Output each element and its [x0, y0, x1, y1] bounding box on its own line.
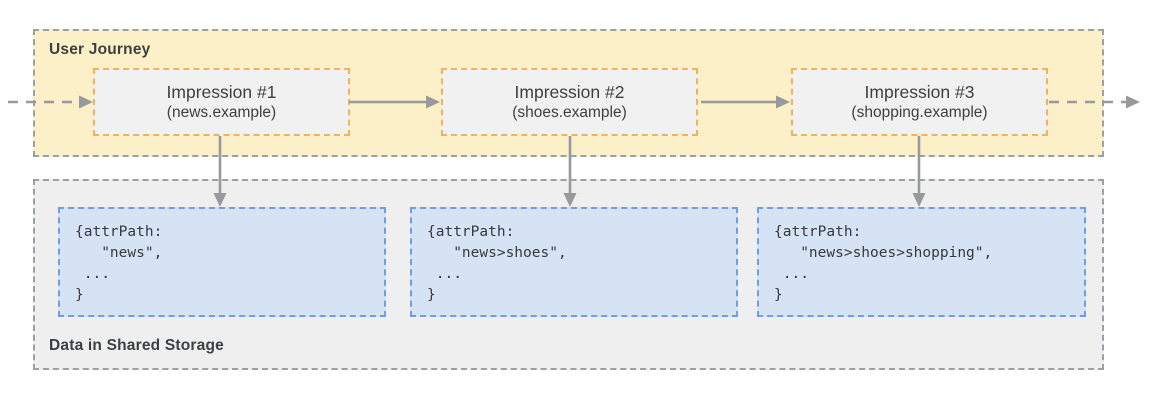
storage-entry-1-box: {attrPath: "news", ... } — [58, 207, 386, 317]
impression-2-title: Impression #2 — [514, 82, 625, 102]
shared-storage-panel: Data in Shared Storage {attrPath: "news"… — [33, 179, 1104, 370]
shared-storage-label: Data in Shared Storage — [49, 337, 224, 354]
impression-3-title: Impression #3 — [864, 82, 975, 102]
impression-1-title: Impression #1 — [166, 82, 277, 102]
storage-entry-1-code: {attrPath: "news", ... } — [75, 224, 163, 303]
impression-1-domain: (news.example) — [166, 104, 277, 121]
impression-1-box: Impression #1 (news.example) — [93, 68, 350, 136]
user-journey-label: User Journey — [49, 41, 151, 58]
impression-3-domain: (shopping.example) — [851, 104, 988, 121]
impression-2-domain: (shoes.example) — [512, 104, 627, 121]
impression-3-box: Impression #3 (shopping.example) — [791, 68, 1048, 136]
impression-2-box: Impression #2 (shoes.example) — [441, 68, 698, 136]
storage-entry-2-box: {attrPath: "news>shoes", ... } — [410, 207, 738, 317]
storage-entry-3-code: {attrPath: "news>shoes>shopping", ... } — [774, 224, 993, 303]
user-journey-panel: User Journey Impression #1 (news.example… — [33, 29, 1104, 157]
storage-entry-2-code: {attrPath: "news>shoes", ... } — [427, 224, 567, 303]
storage-entry-3-box: {attrPath: "news>shoes>shopping", ... } — [757, 207, 1086, 317]
